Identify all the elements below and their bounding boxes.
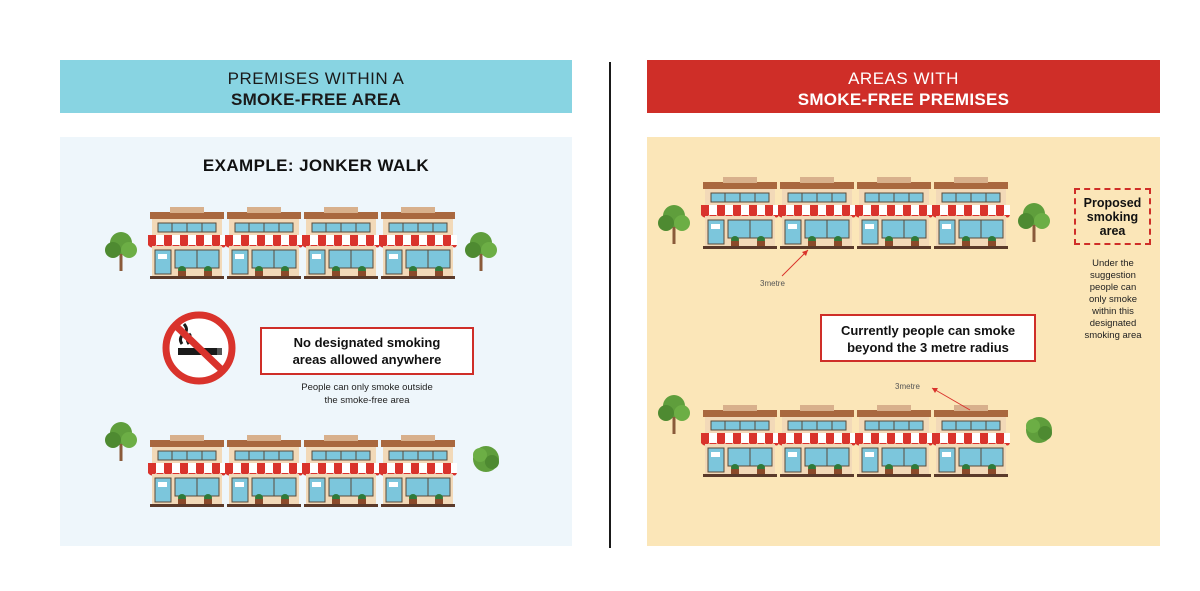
right-header-line2: SMOKE-FREE PREMISES xyxy=(797,90,1010,109)
no-designated-area-box: No designated smoking areas allowed anyw… xyxy=(260,327,474,375)
center-divider xyxy=(609,62,611,548)
note-line2: the smoke-free area xyxy=(324,395,410,406)
tree-icon xyxy=(658,205,690,244)
bush-icon xyxy=(473,446,499,472)
proposed-smoking-area-box: Proposed smoking area xyxy=(1074,188,1151,245)
right-header-line1: AREAS WITH xyxy=(848,69,959,88)
proposed-note-line: designated xyxy=(1089,318,1137,329)
tree-icon xyxy=(105,422,137,461)
tree-icon xyxy=(658,395,690,434)
tree-icon xyxy=(1018,203,1050,242)
proposed-note-line: only smoke xyxy=(1088,294,1138,305)
arrow-icon xyxy=(781,249,809,277)
metre-label: 3metre xyxy=(895,382,920,391)
current-line1: Currently people can smoke xyxy=(840,323,1016,338)
proposed-note-line: people can xyxy=(1089,282,1137,293)
proposed-line2: smoking xyxy=(1086,210,1139,224)
proposed-line3: area xyxy=(1099,224,1126,238)
left-header-line2: SMOKE-FREE AREA xyxy=(230,90,402,109)
no-smoke-note: People can only smoke outside the smoke-… xyxy=(260,381,474,407)
example-title: EXAMPLE: JONKER WALK xyxy=(202,156,430,175)
tree-icon xyxy=(105,232,137,271)
proposed-note-line: Under the xyxy=(1092,258,1134,269)
right-shop-row-bottom xyxy=(700,404,1011,478)
bush-icon xyxy=(1026,417,1052,443)
tree-icon xyxy=(465,232,497,271)
proposed-line1: Proposed xyxy=(1083,196,1142,210)
left-shop-row-top xyxy=(147,206,458,280)
proposed-note-line: smoking area xyxy=(1084,330,1142,341)
left-header-line1: PREMISES WITHIN A xyxy=(227,69,405,88)
no-smoking-icon xyxy=(162,311,236,385)
arrow-icon xyxy=(931,387,971,411)
proposed-note-line: within this xyxy=(1092,306,1134,317)
left-shop-row-bottom xyxy=(147,434,458,508)
no-smoke-line1: No designated smoking xyxy=(293,335,441,350)
current-smoking-box: Currently people can smoke beyond the 3 … xyxy=(820,314,1036,362)
no-smoke-line2: areas allowed anywhere xyxy=(292,352,442,367)
current-line2: beyond the 3 metre radius xyxy=(847,340,1009,355)
note-line1: People can only smoke outside xyxy=(301,382,433,393)
left-header: PREMISES WITHIN A SMOKE-FREE AREA xyxy=(60,60,572,113)
proposed-note: Under the suggestion people can only smo… xyxy=(1070,258,1156,342)
right-header: AREAS WITH SMOKE-FREE PREMISES xyxy=(647,60,1160,113)
right-shop-row-top xyxy=(700,176,1011,250)
proposed-note-line: suggestion xyxy=(1090,270,1136,281)
metre-label: 3metre xyxy=(760,279,785,288)
